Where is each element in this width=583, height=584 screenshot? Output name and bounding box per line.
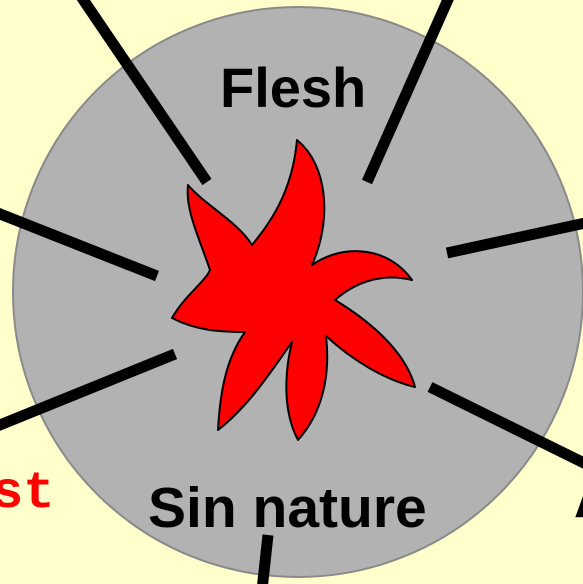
left-cut-label: st (0, 468, 54, 520)
flesh-label: Flesh (220, 60, 366, 116)
sin-nature-label: Sin nature (148, 480, 427, 537)
right-cut-label: A (574, 474, 583, 526)
spoke-bottom (262, 535, 268, 584)
